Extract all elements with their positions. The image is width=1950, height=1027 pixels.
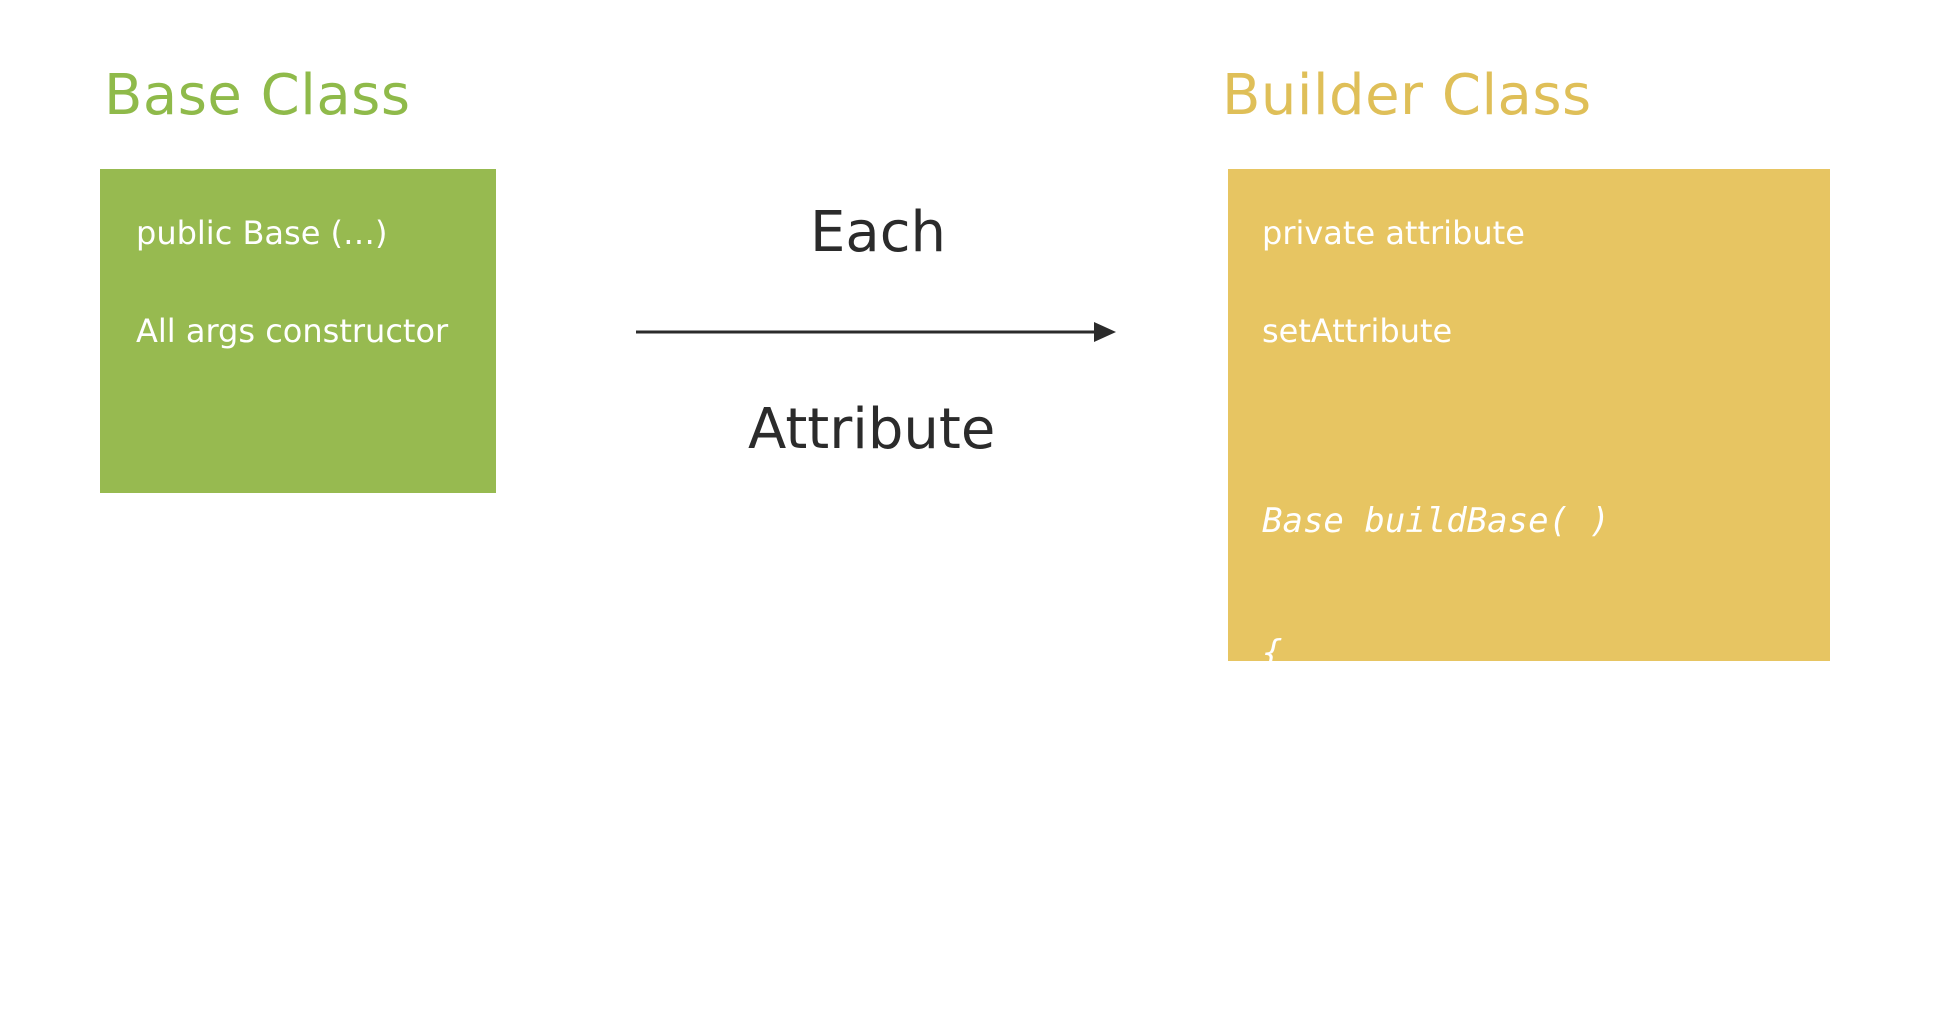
- code-line-signature: Base buildBase( ): [1262, 501, 1610, 541]
- builder-attribute-line: private attribute: [1262, 214, 1525, 252]
- code-line-close-brace: }: [1262, 897, 1283, 937]
- base-class-box: public Base (…) All args constructor: [100, 169, 496, 493]
- connector-label-top: Each: [810, 200, 946, 265]
- arrow-head-icon: [1094, 322, 1116, 342]
- arrow-connector: [636, 322, 1116, 342]
- builder-setter-line: setAttribute: [1262, 312, 1453, 350]
- code-line-open-brace: {: [1262, 633, 1283, 673]
- builder-class-title: Builder Class: [1222, 63, 1592, 128]
- builder-class-box: private attribute setAttribute Base buil…: [1228, 169, 1830, 937]
- code-line-return: Return new Base (…): [1262, 765, 1672, 805]
- base-description-line: All args constructor: [136, 312, 449, 350]
- base-constructor-line: public Base (…): [136, 214, 388, 252]
- connector-label-bottom: Attribute: [748, 397, 996, 462]
- base-class-title: Base Class: [104, 63, 411, 128]
- build-method-code: Base buildBase( ) { Return new Base (…) …: [1262, 411, 1671, 1027]
